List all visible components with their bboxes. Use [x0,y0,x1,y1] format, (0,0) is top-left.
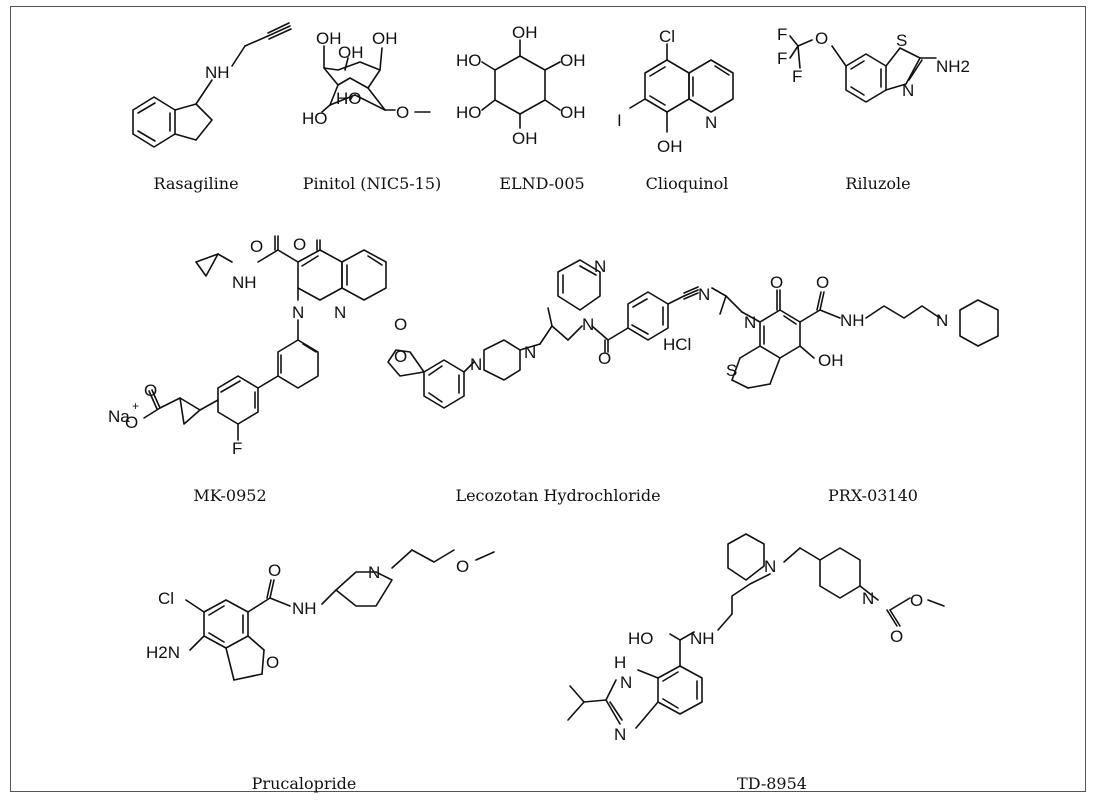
clioquinol-structure: Cl I N OH [617,27,734,156]
prx03140-atom-oh: OH [818,351,844,370]
td8954-atom-nh: NH [690,629,715,648]
caption-clioquinol: Clioquinol [645,174,729,193]
lecozotan-atom-n-pyridine: N [594,257,606,276]
prucalopride-atom-h2n: H2N [146,643,180,662]
riluzole-structure: F F F O S N NH2 [777,25,970,103]
riluzole-atom-f-3: F [792,67,802,86]
prucalopride-atom-n: N [368,563,380,582]
mk0952-atom-o-amide: O [250,237,263,256]
mk0952-atom-nh: NH [232,273,257,292]
prucalopride-atom-cl: Cl [158,589,174,608]
elnd005-atom-oh-top: OH [512,23,538,42]
mk0952-atom-o-keto: O [293,235,306,254]
prx03140-structure: O O N NH N S OH [711,273,999,389]
elnd005-atom-oh-right: OH [560,51,586,70]
elnd005-structure: OH HO OH HO OH OH [456,23,586,148]
mk0952-structure: O O NH N N O Na + O F [108,235,387,458]
caption-prucalopride: Prucalopride [251,774,357,793]
pinitol-atom-ho-1: HO [336,89,362,108]
clioquinol-atom-cl: Cl [659,27,675,46]
caption-lecozotan: Lecozotan Hydrochloride [455,486,661,505]
prucalopride-atom-o-furan: O [266,653,279,672]
prucalopride-atom-nh: NH [292,599,317,618]
mk0952-atom-o-carbonyl: O [144,381,157,400]
lecozotan-atom-o-1: O [394,315,407,334]
clioquinol-atom-n: N [705,113,717,132]
riluzole-atom-s: S [896,31,907,50]
pinitol-structure: OH OH OH HO HO O [302,29,431,128]
elnd005-atom-oh-bottom: OH [512,129,538,148]
pinitol-atom-oh-2: OH [338,43,364,62]
prx03140-atom-n-ring: N [744,313,756,332]
mk0952-atom-o-anion: O [125,413,138,432]
prx03140-atom-o-2: O [816,273,829,292]
pinitol-atom-oh-3: OH [372,29,398,48]
td8954-structure: N N O O HO NH H N N [567,533,945,744]
mk0952-atom-n-pyridine: N [334,303,346,322]
td8954-atom-o-ester: O [910,591,923,610]
riluzole-atom-n: N [902,81,914,100]
caption-rasagiline: Rasagiline [153,174,239,193]
lecozotan-atom-n-pip-1: N [470,355,482,374]
mk0952-atom-charge: + [132,399,139,413]
prucalopride-atom-o-carbonyl: O [268,561,281,580]
lecozotan-atom-o-amide: O [598,349,611,368]
prx03140-atom-o-1: O [770,273,783,292]
lecozotan-atom-n-amide: N [582,315,594,334]
td8954-atom-ho: HO [628,629,654,648]
rasagiline-atom-nh: NH [205,63,230,82]
pinitol-atom-o: O [396,103,409,122]
td8954-atom-h: H [614,653,626,672]
lecozotan-structure: O O N N N N N O HCl [387,257,710,409]
elnd005-atom-ho-left: HO [456,51,482,70]
mk0952-atom-na: Na [108,407,130,426]
td8954-atom-o-carbonyl: O [890,627,903,646]
td8954-atom-n-pip-2: N [862,589,874,608]
pinitol-atom-oh-1: OH [316,29,342,48]
caption-pinitol: Pinitol (NIC5-15) [302,174,442,193]
pinitol-atom-ho-2: HO [302,109,328,128]
riluzole-atom-f-1: F [777,25,787,44]
lecozotan-atom-hcl: HCl [663,335,691,354]
caption-elnd005: ELND-005 [499,174,585,193]
caption-prx03140: PRX-03140 [828,486,918,505]
caption-riluzole: Riluzole [845,174,911,193]
prucalopride-atom-o-ether: O [456,557,469,576]
td8954-atom-n-imidazole-1: N [620,673,632,692]
lecozotan-atom-n-nitrile: N [698,285,710,304]
caption-mk0952: MK-0952 [193,486,267,505]
td8954-atom-n-pip-1: N [764,557,776,576]
prx03140-atom-s: S [726,361,737,380]
td8954-atom-n-imidazole-2: N [614,725,626,744]
prucalopride-structure: O N O Cl NH H2N O [146,549,495,681]
riluzole-atom-f-2: F [777,49,787,68]
rasagiline-structure: NH [132,22,292,148]
prx03140-atom-n-piperidine: N [936,311,948,330]
clioquinol-atom-oh: OH [657,137,683,156]
lecozotan-atom-o-2: O [394,347,407,366]
elnd005-atom-ho-lower: HO [456,103,482,122]
clioquinol-atom-i: I [617,111,622,130]
mk0952-atom-n-ring: N [292,303,304,322]
elnd005-atom-oh-lower: OH [560,103,586,122]
figure-frame [10,6,1086,792]
prx03140-atom-nh: NH [840,311,865,330]
mk0952-atom-f: F [232,439,242,458]
riluzole-atom-nh2: NH2 [936,57,970,76]
caption-td8954: TD-8954 [737,774,807,793]
lecozotan-atom-n-pip-2: N [524,343,536,362]
riluzole-atom-o: O [815,29,828,48]
